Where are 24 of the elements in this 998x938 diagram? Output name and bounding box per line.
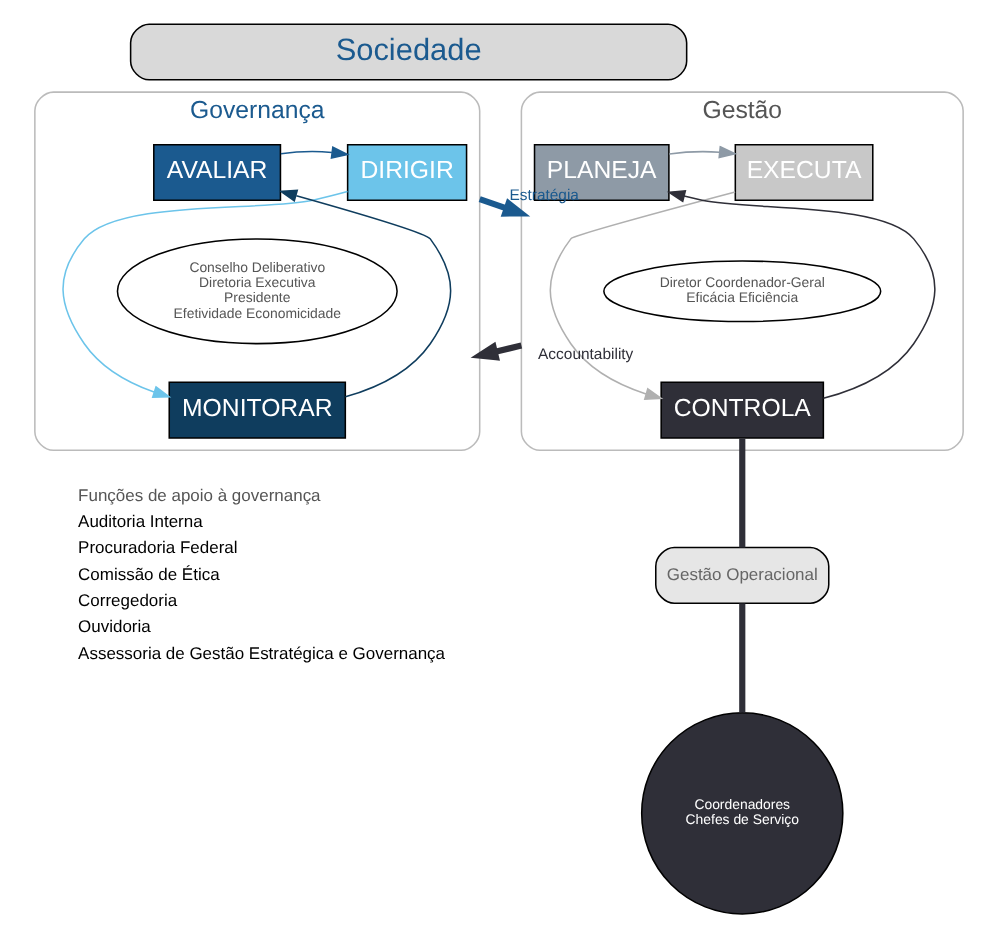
node-box: DIRIGIR [346, 143, 468, 202]
node-box: Sociedade [129, 23, 688, 81]
label: Procuradoria Federal [78, 537, 238, 558]
arrow [278, 189, 452, 398]
label: Ouvidoria [78, 616, 151, 637]
label: Funções de apoio à governança [78, 484, 321, 505]
label: Auditoria Interna [78, 511, 203, 532]
arrow [666, 189, 936, 400]
connector [739, 438, 746, 548]
arrow [668, 145, 738, 159]
label: Comissão de Ética [78, 563, 220, 584]
node-box: Gestão Operacional [655, 546, 830, 604]
node-box: CONTROLA [660, 381, 825, 439]
arrow [280, 146, 350, 159]
label: Corregedoria [78, 589, 178, 610]
connector [739, 603, 746, 713]
arrow [478, 196, 531, 217]
node-box: MONITORAR [168, 381, 347, 439]
edge-label: Accountability [538, 344, 634, 363]
label: Assessoria de Gestão Estratégica e Governança [78, 642, 446, 663]
arrow [549, 191, 736, 400]
arrow [470, 341, 523, 361]
arrow [62, 190, 349, 399]
node-box: AVALIAR [153, 143, 282, 202]
